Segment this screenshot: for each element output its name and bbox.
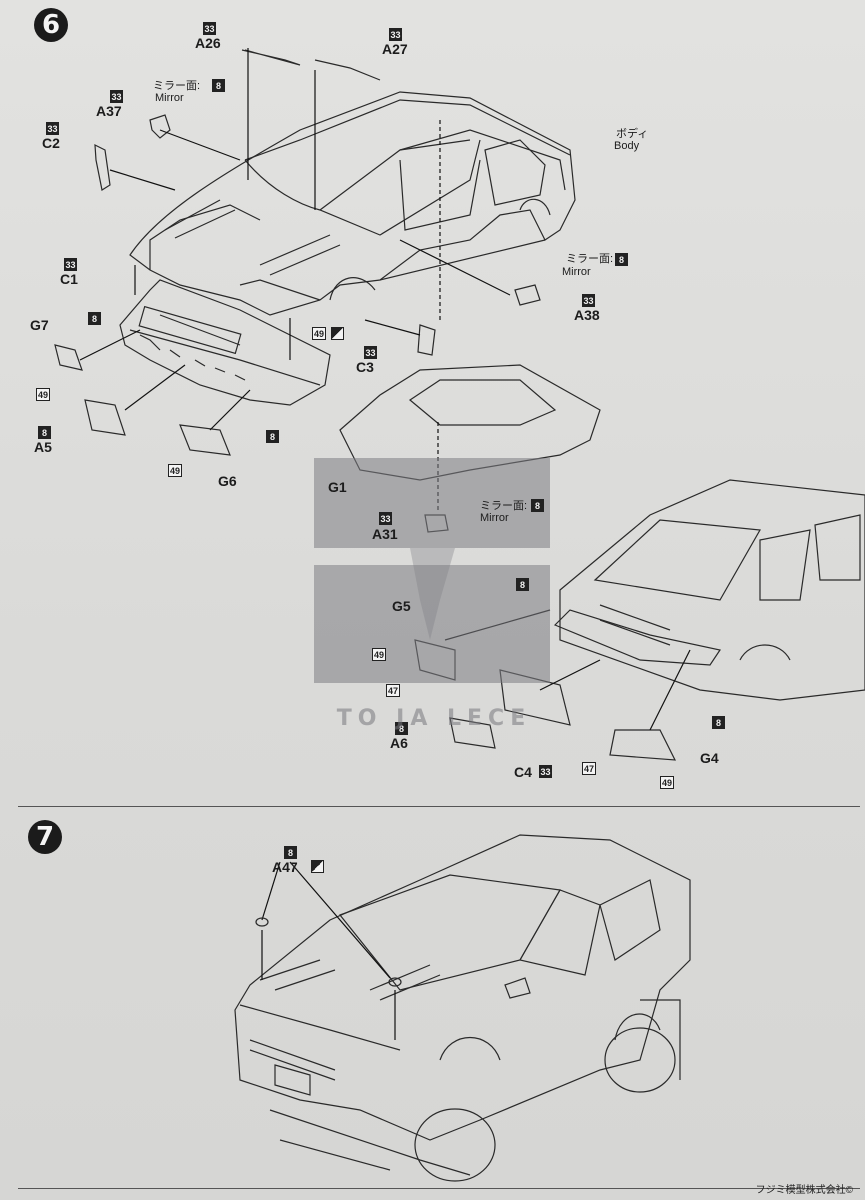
- mirror-en-label: Mirror: [155, 92, 184, 104]
- watermark-text: TO JA LECE: [336, 706, 532, 731]
- part-a38-drawing: [514, 284, 541, 306]
- code-badge: 49: [372, 648, 387, 661]
- part-a37-drawing: [149, 114, 171, 139]
- label-a26: A26: [195, 35, 221, 51]
- code-badge: 33: [379, 512, 392, 525]
- code-badge: 8: [712, 716, 725, 729]
- part-g7-drawing: [54, 344, 83, 371]
- label-a5: A5: [34, 439, 52, 455]
- part-g4-drawing: [609, 729, 677, 761]
- code-badge: 33: [46, 122, 59, 135]
- code-badge: 49: [168, 464, 183, 477]
- label-g7: G7: [30, 317, 49, 333]
- part-a5-drawing: [84, 399, 126, 436]
- label-a38: A38: [574, 307, 600, 323]
- code-badge: 8: [88, 312, 101, 325]
- code-badge: 8: [516, 578, 529, 591]
- code-badge: 49: [36, 388, 51, 401]
- label-g5: G5: [392, 598, 411, 614]
- paint-icon: [331, 327, 344, 340]
- code-badge: 8: [212, 79, 225, 92]
- part-a27-drawing: [314, 59, 381, 81]
- step7-car-drawing: [234, 834, 691, 1182]
- body-shell-drawing: [129, 91, 576, 316]
- code-badge: 47: [582, 762, 597, 775]
- code-badge: 49: [312, 327, 327, 340]
- paint-icon: [311, 860, 324, 873]
- code-badge: 33: [539, 765, 552, 778]
- mirror-jp-label: ミラー面:: [566, 253, 614, 265]
- label-a6: A6: [390, 735, 408, 751]
- part-c3-drawing: [417, 324, 436, 356]
- step-number-text: 6: [41, 10, 61, 40]
- code-badge: 33: [364, 346, 377, 359]
- code-badge: 33: [203, 22, 216, 35]
- label-c3: C3: [356, 359, 374, 375]
- body-en-label: Body: [614, 140, 640, 152]
- label-a27: A27: [382, 41, 408, 57]
- part-a26-drawing: [241, 49, 301, 66]
- code-badge: 33: [389, 28, 402, 41]
- code-badge: 8: [38, 426, 51, 439]
- code-badge: 8: [615, 253, 628, 266]
- label-c2: C2: [42, 135, 60, 151]
- code-badge: 8: [395, 722, 408, 735]
- mirror-jp-label: ミラー面:: [153, 80, 201, 92]
- code-badge: 33: [64, 258, 77, 271]
- step-number-text: 7: [35, 822, 55, 852]
- code-badge: 8: [531, 499, 544, 512]
- publisher-footer: フジミ模型株式会社©: [755, 1185, 853, 1196]
- label-g6: G6: [218, 473, 237, 489]
- code-badge: 49: [660, 776, 675, 789]
- label-c1: C1: [60, 271, 78, 287]
- label-a31: A31: [372, 526, 398, 542]
- part-a6-drawing: [449, 717, 496, 749]
- part-c2-drawing: [94, 143, 111, 191]
- watermark-logo: [314, 458, 550, 683]
- mirror-en-label: Mirror: [562, 266, 591, 278]
- bottom-divider: [18, 1188, 860, 1189]
- mirror-en-label: Mirror: [480, 512, 509, 524]
- code-badge: 8: [266, 430, 279, 443]
- label-g4: G4: [700, 750, 719, 766]
- label-a47: A47: [272, 859, 298, 875]
- mirror-jp-label: ミラー面:: [480, 500, 528, 512]
- label-g1: G1: [328, 479, 347, 495]
- step-number-6: 6: [34, 8, 68, 42]
- part-g6-drawing: [179, 424, 231, 456]
- label-a37: A37: [96, 103, 122, 119]
- front-bumper-drawing: [119, 279, 331, 406]
- code-badge: 33: [582, 294, 595, 307]
- label-c4: C4: [514, 764, 532, 780]
- code-badge: 8: [284, 846, 297, 859]
- body-jp-label: ボディ: [616, 128, 649, 140]
- rear-body-drawing: [553, 479, 865, 701]
- step-number-7: 7: [28, 820, 62, 854]
- code-badge: 33: [110, 90, 123, 103]
- code-badge: 47: [386, 684, 401, 697]
- step-divider: [18, 806, 860, 807]
